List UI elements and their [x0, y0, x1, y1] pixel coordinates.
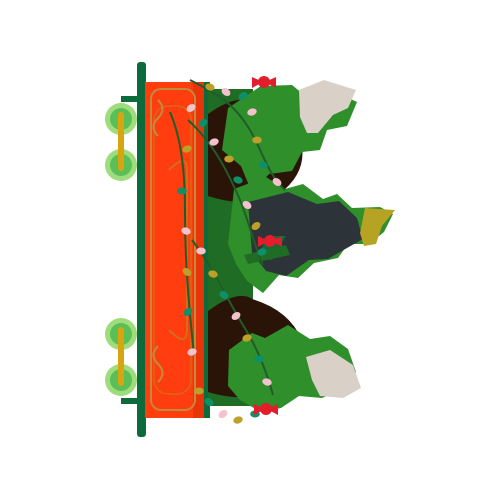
snow-cap-top	[299, 80, 356, 133]
light-bulb	[258, 161, 268, 169]
bow-right	[271, 236, 282, 247]
light-bulb	[194, 387, 204, 395]
light-bulb	[218, 410, 228, 418]
bow-center	[258, 235, 282, 247]
bow-right	[265, 77, 276, 88]
light-bulb	[196, 247, 206, 255]
bow-icon	[260, 403, 272, 415]
light-wire	[191, 239, 274, 396]
light-bulb	[209, 138, 219, 146]
bow-bottom	[254, 403, 278, 415]
light-bulb	[177, 187, 187, 195]
rail-connector-top	[121, 96, 139, 102]
light-bulb	[247, 108, 257, 116]
car-ornament-top	[152, 99, 164, 137]
light-bulb	[187, 348, 197, 356]
light-bulb	[233, 176, 243, 184]
bow-top	[252, 76, 276, 88]
light-wire	[187, 119, 264, 266]
light-bulb	[251, 222, 261, 230]
light-bulb	[181, 227, 191, 235]
light-bulb	[257, 248, 267, 256]
light-bulb	[205, 83, 215, 91]
light-bulb	[221, 88, 231, 96]
bow-icon	[264, 235, 276, 247]
car-inner-trim	[153, 105, 192, 395]
wheelset-top	[105, 103, 137, 181]
light-bulb	[242, 201, 252, 209]
light-bulb	[233, 416, 243, 424]
bow-icon	[258, 76, 270, 88]
light-bulb	[238, 92, 248, 100]
car-trim	[150, 88, 196, 411]
light-bulb	[219, 291, 229, 299]
light-bulb	[254, 355, 264, 363]
axle-bottom	[118, 327, 124, 386]
light-bulb	[183, 308, 193, 316]
light-bulb	[252, 136, 262, 144]
light-bulb	[182, 145, 192, 153]
light-bulb	[182, 268, 192, 276]
light-bulb	[208, 270, 218, 278]
light-bulb	[231, 312, 241, 320]
bow-left	[252, 77, 263, 88]
tree-stem-detail	[244, 245, 290, 264]
light-bulb	[198, 119, 208, 127]
light-bulb	[262, 378, 272, 386]
rail-connector-bottom	[121, 398, 139, 404]
car-ornament-bottom	[152, 345, 164, 383]
car-rim-top	[204, 82, 210, 418]
axle-top	[118, 112, 124, 171]
bow-right	[267, 404, 278, 415]
light-wire	[189, 79, 286, 191]
snow-cap-bottom	[306, 350, 361, 398]
bow-left	[254, 404, 265, 415]
bow-left	[258, 236, 269, 247]
light-bulb	[204, 398, 214, 406]
string-lights-icon	[169, 79, 286, 424]
rail-track	[121, 62, 146, 437]
tree-cluster	[208, 80, 395, 412]
rail-bar	[137, 62, 146, 437]
car-ornament-center	[168, 160, 188, 340]
light-bulb	[186, 104, 196, 112]
wheelset-bottom	[105, 318, 137, 396]
light-bulb	[224, 155, 234, 163]
snow-cap-center	[360, 208, 395, 246]
light-bulb	[242, 334, 252, 342]
light-bulb	[272, 178, 282, 186]
